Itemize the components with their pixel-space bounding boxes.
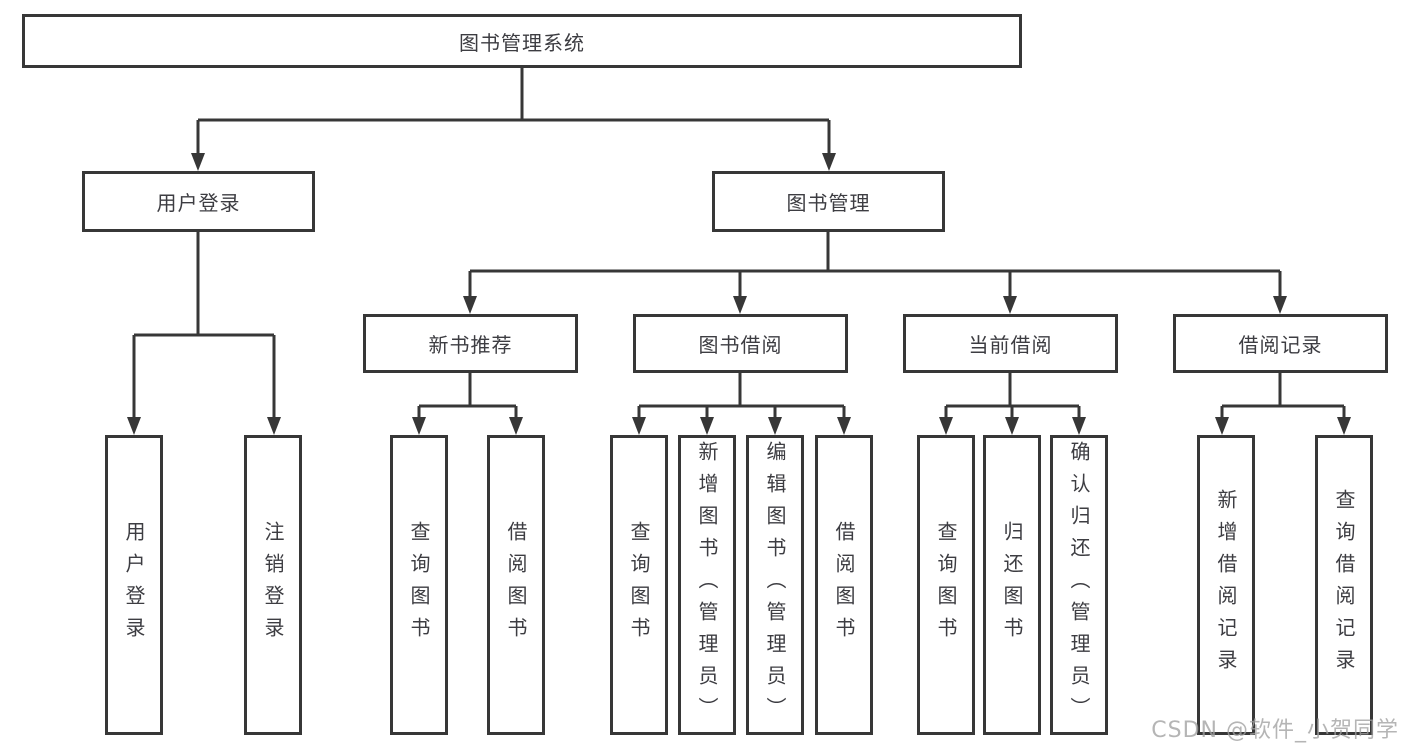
node-label: 新增借阅记录	[1214, 489, 1238, 681]
node-label: 查询图书	[407, 521, 431, 649]
node-label: 编辑图书（管理员）	[763, 441, 787, 729]
node-label: 借阅图书	[504, 521, 528, 649]
node-label: 查询图书	[934, 521, 958, 649]
leaf-borrow-books-recommend: 借阅图书	[487, 435, 545, 735]
watermark: CSDN @软件_小贺同学	[1151, 718, 1399, 743]
node-library-management-system: 图书管理系统	[22, 14, 1022, 68]
node-label: 借阅图书	[832, 521, 856, 649]
leaf-user-login: 用户登录	[105, 435, 163, 735]
leaf-query-books-borrow: 查询图书	[610, 435, 668, 735]
node-label: 当前借阅	[968, 333, 1053, 357]
node-label: 图书管理	[786, 191, 871, 215]
leaf-confirm-return-admin: 确认归还（管理员）	[1050, 435, 1108, 735]
node-label: 图书借阅	[698, 333, 783, 357]
tree-edges	[132, 68, 1346, 418]
leaf-return-books: 归还图书	[983, 435, 1041, 735]
node-label: 注销登录	[261, 521, 285, 649]
node-label: 用户登录	[122, 521, 146, 649]
node-book-management: 图书管理	[712, 171, 945, 232]
node-label: 查询图书	[627, 521, 651, 649]
node-book-borrow: 图书借阅	[633, 314, 848, 373]
node-current-borrow: 当前借阅	[903, 314, 1118, 373]
leaf-borrow-books: 借阅图书	[815, 435, 873, 735]
node-label: 图书管理系统	[459, 30, 585, 55]
leaf-add-borrow-record: 新增借阅记录	[1197, 435, 1255, 735]
leaf-query-books-recommend: 查询图书	[390, 435, 448, 735]
node-new-book-recommend: 新书推荐	[363, 314, 578, 373]
node-borrow-records: 借阅记录	[1173, 314, 1388, 373]
leaf-query-borrow-record: 查询借阅记录	[1315, 435, 1373, 735]
node-label: 用户登录	[156, 191, 241, 215]
node-label: 借阅记录	[1238, 333, 1323, 357]
node-label: 归还图书	[1000, 521, 1024, 649]
leaf-edit-book-admin: 编辑图书（管理员）	[746, 435, 804, 735]
leaf-add-book-admin: 新增图书（管理员）	[678, 435, 736, 735]
node-label: 新增图书（管理员）	[695, 441, 719, 729]
node-label: 查询借阅记录	[1332, 489, 1356, 681]
node-user-login: 用户登录	[82, 171, 315, 232]
leaf-logout: 注销登录	[244, 435, 302, 735]
leaf-query-books-current: 查询图书	[917, 435, 975, 735]
node-label: 确认归还（管理员）	[1067, 441, 1091, 729]
node-label: 新书推荐	[428, 333, 513, 357]
